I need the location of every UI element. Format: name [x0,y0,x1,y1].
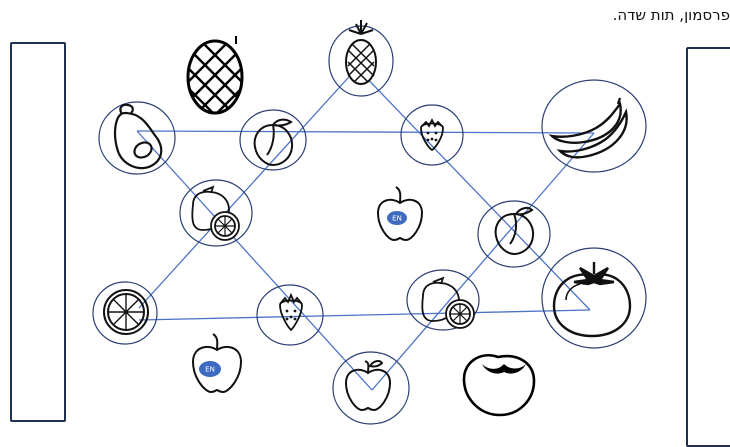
orange-slice-icon [104,290,148,334]
game-board: EN EN [0,0,730,426]
en-badge-label: EN [392,215,402,223]
node-strawberry-bottom[interactable] [257,285,323,345]
connection-line [372,133,594,390]
connection-line [357,68,590,310]
node-avocado[interactable] [99,102,175,174]
peach-icon [255,120,292,165]
pineapple-icon [346,20,376,84]
persimmon-loose-icon[interactable] [464,355,534,415]
avocado-icon [115,105,161,168]
node-banana[interactable] [542,80,646,172]
connection-line [139,310,590,320]
lemon-icon [422,278,474,328]
banana-icon [552,98,627,157]
tomato-icon [554,262,630,336]
pineapple-loose-icon[interactable] [170,25,260,130]
connection-line [137,131,594,133]
connection-line [139,68,357,308]
en-badge-label: EN [205,366,215,374]
apple-en-center-icon[interactable]: EN [378,187,422,240]
strawberry-icon [280,295,302,330]
node-strawberry-top[interactable] [401,105,463,165]
apple-en-bottom-icon[interactable]: EN [193,334,241,392]
lemon-icon [192,187,239,240]
connection-line [137,131,372,390]
